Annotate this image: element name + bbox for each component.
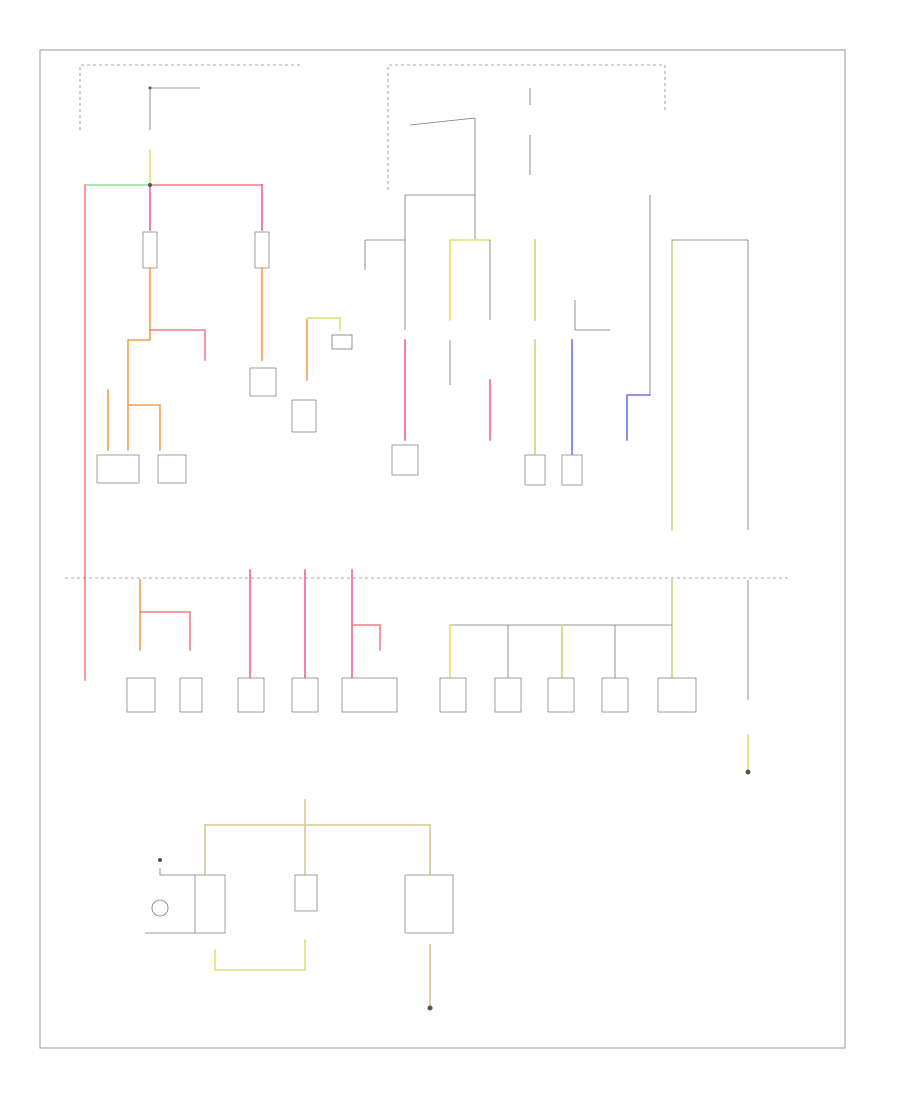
- diagram-frame: [39, 49, 846, 1049]
- relay-left: [127, 231, 206, 451]
- central-module-outputs: [364, 140, 749, 531]
- left-component-group: [96, 389, 187, 484]
- feed-wires-left: [84, 149, 263, 581]
- bottom-switch-group: [145, 799, 454, 1011]
- lower-branches: [84, 569, 751, 775]
- mid-left-component-group: [291, 317, 353, 433]
- lower-component-row: [126, 677, 697, 713]
- central-electrical-module: [387, 64, 666, 190]
- relay-right: [249, 231, 277, 397]
- fuse-panel-top-left: [79, 64, 300, 130]
